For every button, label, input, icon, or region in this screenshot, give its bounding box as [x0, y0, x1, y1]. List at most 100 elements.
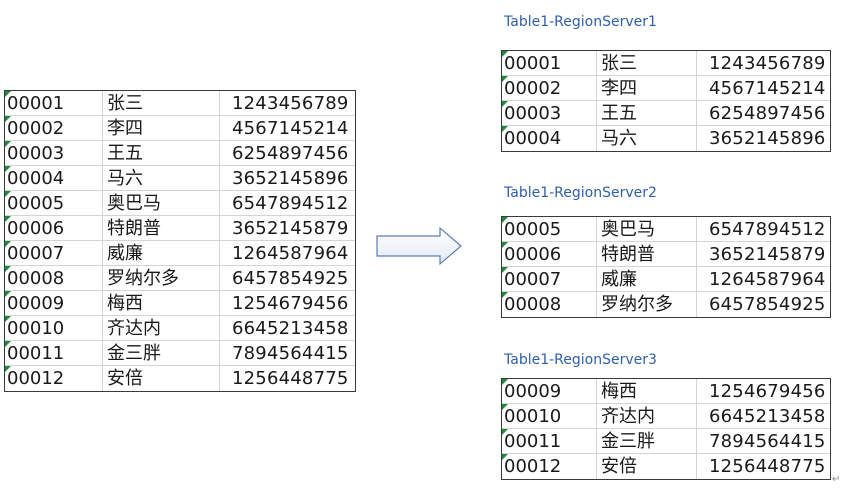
phone-cell: 3652145896: [232, 167, 349, 189]
row-key-cell: 00012: [5, 366, 103, 391]
phone-cell: 6645213458: [232, 317, 349, 339]
name-cell: 安倍: [103, 366, 220, 391]
name-cell: 金三胖: [103, 341, 220, 365]
name-cell: 威廉: [103, 241, 220, 265]
phone-cell: 1264587964: [709, 268, 826, 290]
row-key-cell: 00002: [502, 76, 597, 100]
name-cell: 奥巴马: [597, 217, 697, 241]
name-cell: 马六: [103, 166, 220, 190]
phone-cell: 3652145879: [709, 243, 826, 265]
phone-cell: 7894564415: [709, 430, 826, 452]
phone-cell: 6645213458: [709, 405, 826, 427]
row-key-cell: 00001: [5, 91, 103, 115]
row-key-cell: 00009: [5, 291, 103, 315]
row-key-cell: 00010: [5, 316, 103, 340]
name-cell: 特朗普: [103, 216, 220, 240]
name-cell: 威廉: [597, 267, 697, 291]
name-cell: 罗纳尔多: [597, 292, 697, 317]
phone-cell: 1254679456: [232, 292, 349, 314]
row-key-cell: 00005: [502, 217, 597, 241]
region-server-3-title: Table1-RegionServer3: [504, 352, 657, 368]
row-key-cell: 00008: [5, 266, 103, 290]
row-key-cell: 00003: [502, 101, 597, 125]
name-cell: 特朗普: [597, 242, 697, 266]
phone-cell: 1256448775: [709, 456, 826, 477]
region-server-2-title: Table1-RegionServer2: [504, 185, 657, 201]
row-key-cell: 00007: [5, 241, 103, 265]
row-key-cell: 00001: [502, 51, 597, 75]
row-key-cell: 00006: [5, 216, 103, 240]
name-cell: 王五: [103, 141, 220, 165]
name-cell: 齐达内: [103, 316, 220, 340]
row-key-cell: 00005: [5, 191, 103, 215]
row-key-cell: 00009: [502, 379, 597, 403]
corner-marker: ↵: [832, 474, 841, 485]
row-key-cell: 00004: [5, 166, 103, 190]
row-key-cell: 00011: [502, 429, 597, 453]
region-server-1-title: Table1-RegionServer1: [504, 14, 657, 30]
phone-cell: 6457854925: [232, 267, 349, 289]
phone-cell: 6457854925: [709, 294, 826, 315]
phone-cell: 1254679456: [709, 380, 826, 402]
row-key-cell: 00012: [502, 454, 597, 479]
phone-cell: 4567145214: [232, 117, 349, 139]
name-cell: 梅西: [103, 291, 220, 315]
row-key-cell: 00003: [5, 141, 103, 165]
phone-cell: 3652145896: [709, 128, 826, 149]
phone-cell: 6254897456: [709, 102, 826, 124]
phone-cell: 1243456789: [709, 52, 826, 74]
name-cell: 安倍: [597, 454, 697, 479]
row-key-cell: 00007: [502, 267, 597, 291]
name-cell: 金三胖: [597, 429, 697, 453]
phone-cell: 1243456789: [232, 92, 349, 114]
phone-cell: 6254897456: [232, 142, 349, 164]
name-cell: 张三: [597, 51, 697, 75]
row-key-cell: 00010: [502, 404, 597, 428]
name-cell: 王五: [597, 101, 697, 125]
row-key-cell: 00006: [502, 242, 597, 266]
name-cell: 齐达内: [597, 404, 697, 428]
phone-cell: 4567145214: [709, 77, 826, 99]
name-cell: 梅西: [597, 379, 697, 403]
name-cell: 罗纳尔多: [103, 266, 220, 290]
name-cell: 李四: [103, 116, 220, 140]
phone-cell: 1264587964: [232, 242, 349, 264]
name-cell: 张三: [103, 91, 220, 115]
name-cell: 马六: [597, 126, 697, 151]
phone-cell: 6547894512: [709, 218, 826, 240]
phone-cell: 6547894512: [232, 192, 349, 214]
row-key-cell: 00008: [502, 292, 597, 317]
row-key-cell: 00002: [5, 116, 103, 140]
phone-cell: 7894564415: [232, 342, 349, 364]
row-key-cell: 00004: [502, 126, 597, 151]
row-key-cell: 00011: [5, 341, 103, 365]
right-arrow-icon: [376, 226, 464, 270]
